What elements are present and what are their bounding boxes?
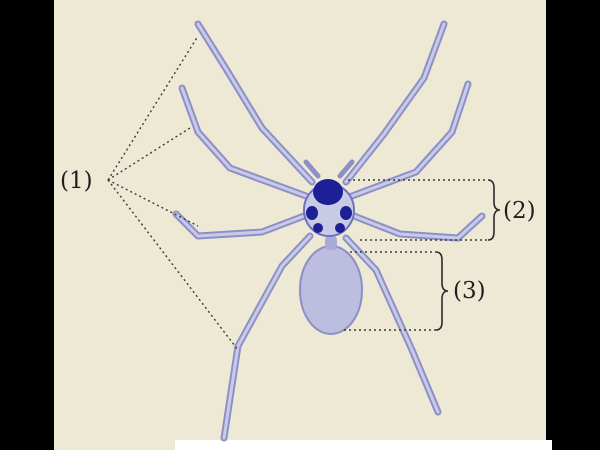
label-legs: (1) bbox=[60, 168, 93, 194]
right-letterbox bbox=[546, 0, 600, 450]
pointer-line-leg-2 bbox=[107, 127, 191, 181]
label-cephalothorax: (2) bbox=[503, 198, 536, 224]
cephalothorax-brace bbox=[487, 179, 501, 241]
spider-legs-highlight bbox=[174, 22, 484, 440]
left-letterbox bbox=[0, 0, 54, 450]
abdomen-guide bbox=[344, 251, 436, 331]
spider-abdomen bbox=[299, 245, 363, 335]
pedipalps bbox=[303, 159, 355, 179]
right-pedipalp bbox=[337, 159, 355, 179]
pointer-line-leg-1 bbox=[107, 35, 199, 181]
leg-pointer-lines bbox=[107, 35, 239, 351]
abdomen-brace bbox=[435, 251, 449, 331]
bottom-strip bbox=[175, 440, 552, 450]
left-pedipalp bbox=[303, 159, 321, 179]
pointer-line-leg-3 bbox=[107, 179, 199, 227]
spider-pedicel bbox=[325, 236, 337, 250]
pointer-line-leg-4 bbox=[107, 179, 239, 351]
cephalothorax-markings bbox=[306, 206, 352, 233]
paper-background bbox=[54, 0, 546, 450]
cephalothorax-guide bbox=[348, 179, 488, 241]
label-abdomen: (3) bbox=[453, 278, 486, 304]
spider-head-dark bbox=[313, 179, 343, 205]
